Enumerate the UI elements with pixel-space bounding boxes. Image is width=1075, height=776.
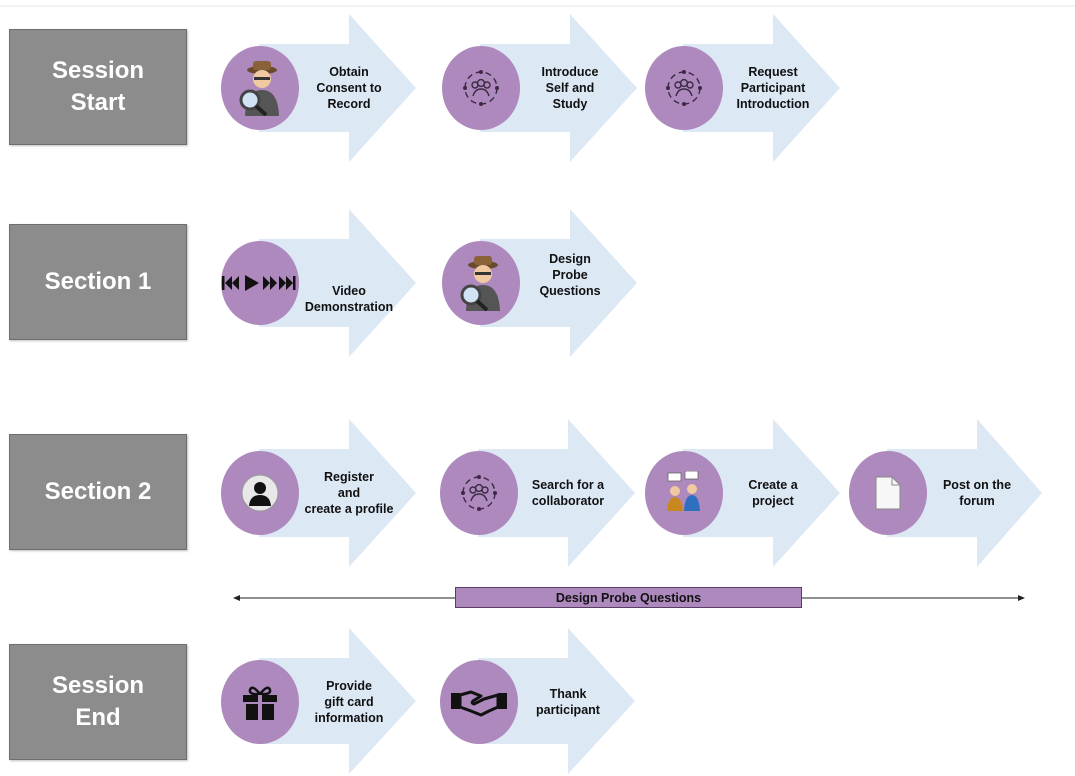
step-label: Search for a collaborator — [531, 478, 605, 508]
step-label: Design Probe Questions — [539, 252, 601, 298]
design-probe-questions-label: Design Probe Questions — [555, 590, 702, 605]
group-network-icon — [461, 475, 497, 511]
people-project-icon — [667, 471, 700, 511]
flow-arrow — [259, 14, 416, 162]
flow-arrow — [480, 209, 637, 357]
step-register-profile: Register and create a profile — [221, 419, 416, 567]
step-provide-gift-card: Provide gift card information — [221, 628, 416, 776]
flow-arrow — [887, 419, 1042, 567]
group-network-icon — [463, 70, 499, 106]
flow-arrow — [259, 209, 416, 357]
step-icon-circle — [645, 451, 723, 535]
design-probe-questions-bar: Design Probe Questions — [455, 587, 802, 608]
detective-icon — [239, 61, 279, 116]
section-2-label: Section 2 — [44, 478, 152, 505]
flow-arrow — [478, 419, 635, 567]
section-2-box: Section 2 — [9, 434, 187, 550]
step-request-introduction: Request Participant Introduction — [645, 14, 840, 162]
step-thank-participant: Thank participant — [440, 628, 635, 776]
step-label: Register and create a profile — [304, 470, 394, 516]
step-icon-circle — [221, 241, 299, 325]
session-start-label: Session Start — [51, 57, 145, 116]
step-icon-circle — [442, 46, 520, 130]
flow-arrow — [259, 628, 416, 774]
flow-arrow — [259, 419, 416, 567]
media-controls-icon — [222, 275, 296, 291]
flow-arrow — [478, 628, 635, 774]
section-1-box: Section 1 — [9, 224, 187, 340]
step-video-demonstration: Video Demonstration — [221, 209, 416, 357]
session-start-box: Session Start — [9, 29, 187, 145]
step-label: Thank participant — [536, 687, 600, 717]
step-icon-circle — [221, 660, 299, 744]
step-design-probe: Design Probe Questions — [442, 209, 637, 357]
step-label: Video Demonstration — [304, 284, 394, 314]
step-label: Introduce Self and Study — [541, 65, 599, 111]
detective-icon — [460, 256, 500, 311]
flow-arrow — [683, 419, 840, 567]
gift-icon — [243, 686, 277, 720]
group-network-icon — [666, 70, 702, 106]
top-divider — [0, 5, 1075, 7]
handshake-icon — [451, 690, 507, 717]
step-label: Request Participant Introduction — [736, 65, 810, 111]
step-icon-circle — [849, 451, 927, 535]
step-label: Post on the forum — [942, 478, 1012, 508]
session-end-box: Session End — [9, 644, 187, 760]
flow-arrow — [683, 14, 840, 162]
step-icon-circle — [442, 241, 520, 325]
flow-arrow — [480, 14, 637, 162]
user-profile-icon — [241, 474, 279, 512]
step-introduce-self: Introduce Self and Study — [442, 14, 637, 162]
session-end-label: Session End — [51, 672, 145, 731]
step-obtain-consent: Obtain Consent to Record — [221, 14, 416, 162]
step-search-collaborator: Search for a collaborator — [440, 419, 635, 567]
step-icon-circle — [440, 451, 518, 535]
step-icon-circle — [440, 660, 518, 744]
step-post-forum: Post on the forum — [849, 419, 1044, 567]
step-icon-circle — [221, 46, 299, 130]
step-create-project: Create a project — [645, 419, 840, 567]
document-icon — [875, 476, 901, 510]
step-label: Obtain Consent to Record — [316, 65, 382, 111]
step-label: Provide gift card information — [314, 679, 384, 725]
step-icon-circle — [221, 451, 299, 535]
step-icon-circle — [645, 46, 723, 130]
step-label: Create a project — [748, 478, 798, 508]
section-1-label: Section 1 — [44, 268, 152, 295]
